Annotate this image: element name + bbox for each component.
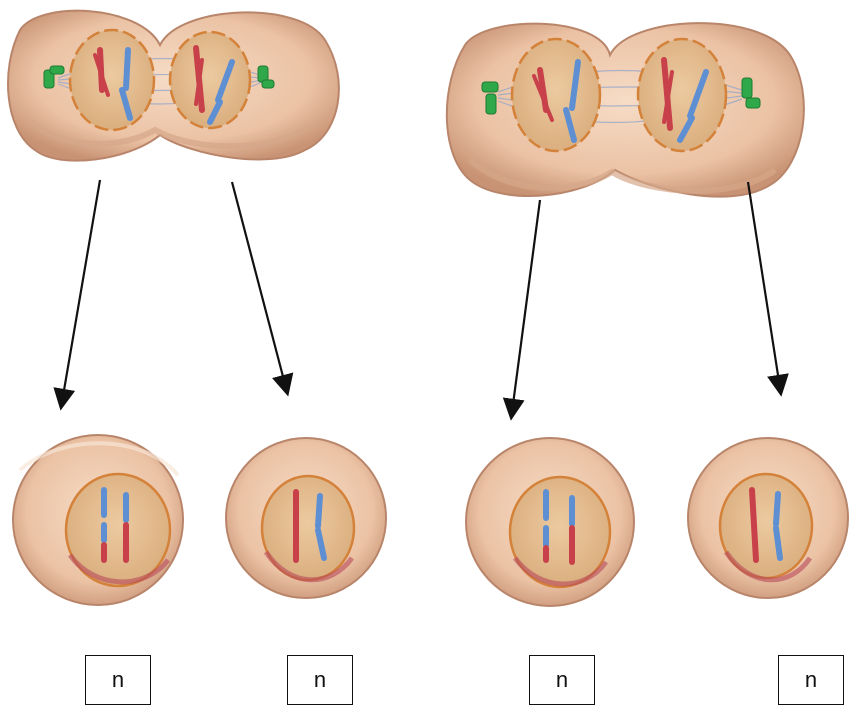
ploidy-text-4: n <box>805 667 817 693</box>
ploidy-text-2: n <box>314 667 326 693</box>
ploidy-label-2: n <box>287 655 353 705</box>
dividing-cell-left <box>8 11 339 161</box>
ploidy-label-3: n <box>529 655 595 705</box>
ploidy-label-4: n <box>778 655 844 705</box>
daughter-cell-3 <box>466 438 634 606</box>
ploidy-label-1: n <box>85 655 151 705</box>
daughter-cell-1 <box>13 435 183 605</box>
arrow-2 <box>232 182 286 388</box>
ploidy-text-3: n <box>556 667 568 693</box>
arrow-3 <box>512 200 540 412</box>
division-arrows <box>62 180 780 412</box>
daughter-cell-2 <box>226 438 386 598</box>
arrow-1 <box>62 180 100 402</box>
dividing-cell-right <box>447 23 804 197</box>
ploidy-text-1: n <box>112 667 124 693</box>
arrow-4 <box>748 182 780 388</box>
daughter-cell-4 <box>688 438 848 598</box>
